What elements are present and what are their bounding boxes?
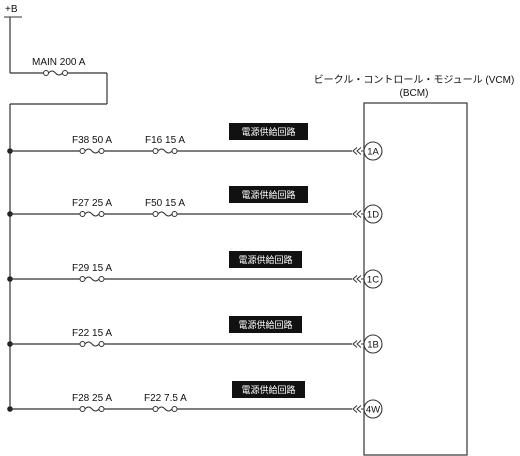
connector-pin: 1B (363, 334, 383, 354)
main-fuse (43, 70, 68, 76)
circuit-row: F27 25 A F50 15 A 電源供給回路 1D (7, 186, 383, 224)
pin-label: 1D (367, 210, 379, 221)
fuse-symbol (79, 211, 105, 217)
connector-pin: 1A (363, 141, 383, 161)
connector-pin: 1D (363, 204, 383, 224)
connector-chevron-icon (352, 210, 364, 218)
fuse-label: F22 7.5 A (144, 393, 187, 404)
pin-label: 1B (367, 340, 379, 351)
fuse-label: F29 15 A (72, 263, 112, 274)
connector-pin: 1C (363, 269, 383, 289)
supply-label: +B (5, 4, 18, 15)
fuse-label: F38 50 A (72, 135, 112, 146)
module-code: (BCM) (400, 88, 429, 99)
circuit-row: F28 25 A F22 7.5 A 電源供給回路 4W (7, 381, 383, 419)
badge-label: 電源供給回路 (241, 384, 295, 396)
fuse-symbol (79, 276, 105, 282)
main-fuse-label: MAIN 200 A (32, 57, 86, 68)
fuse-symbol (152, 406, 178, 412)
circuits: F38 50 A F16 15 A 電源供給回路 1A F27 25 A F50 15 A… (7, 123, 383, 419)
badge-label: 電源供給回路 (241, 126, 295, 138)
pin-label: 1A (367, 147, 379, 158)
power-supply-badge: 電源供給回路 (232, 381, 305, 398)
fuse-label: F27 25 A (72, 198, 112, 209)
badge-label: 電源供給回路 (241, 189, 295, 201)
module-block: ビークル・コントロール・モジュール (VCM) (BCM) (314, 74, 515, 456)
fuse-symbol (152, 148, 178, 154)
circuit-row: F38 50 A F16 15 A 電源供給回路 1A (7, 123, 383, 161)
circuit-row: F29 15 A 電源供給回路 1C (7, 251, 383, 289)
power-supply-badge: 電源供給回路 (229, 186, 308, 203)
connector-chevron-icon (352, 147, 364, 155)
badge-label: 電源供給回路 (238, 319, 292, 331)
fuse-symbol (79, 341, 105, 347)
power-supply-badge: 電源供給回路 (229, 251, 302, 268)
connector-pin: 4W (363, 399, 383, 419)
module-name: ビークル・コントロール・モジュール (VCM) (314, 74, 515, 86)
supply-section: +B MAIN 200 A (4, 4, 108, 408)
pin-label: 1C (367, 275, 379, 286)
fuse-label: F16 15 A (145, 135, 185, 146)
power-supply-badge: 電源供給回路 (229, 123, 308, 140)
badge-label: 電源供給回路 (238, 254, 292, 266)
connector-chevron-icon (352, 405, 364, 413)
fuse-label: F22 15 A (72, 328, 112, 339)
fuse-symbol (152, 211, 178, 217)
circuit-row: F22 15 A 電源供給回路 1B (7, 316, 383, 354)
connector-chevron-icon (352, 275, 364, 283)
power-supply-badge: 電源供給回路 (229, 316, 302, 333)
pin-label: 4W (366, 405, 380, 416)
fuse-symbol (79, 148, 105, 154)
fuse-symbol (79, 406, 105, 412)
fuse-label: F50 15 A (145, 198, 185, 209)
connector-chevron-icon (352, 340, 364, 348)
fuse-label: F28 25 A (72, 393, 112, 404)
